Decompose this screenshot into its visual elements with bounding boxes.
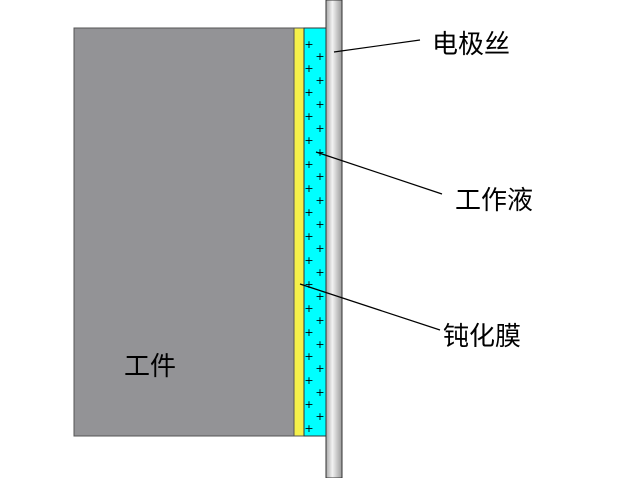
label-workpiece: 工件 — [124, 352, 177, 382]
ion-plus-mark: + — [315, 242, 324, 255]
ion-plus-mark: + — [304, 278, 313, 291]
ion-plus-mark: + — [315, 122, 324, 135]
ion-plus-mark: + — [315, 74, 324, 87]
fluid-ions: +++++++++++++++++++++++++++++++++ — [304, 38, 324, 435]
ion-plus-mark: + — [304, 302, 313, 315]
ion-plus-mark: + — [315, 98, 324, 111]
label-working-fluid: 工作液 — [455, 186, 534, 216]
leader-line-film — [299, 283, 441, 331]
ion-plus-mark: + — [315, 362, 324, 375]
ion-plus-mark: + — [315, 266, 324, 279]
ion-plus-mark: + — [315, 218, 324, 231]
ion-plus-mark: + — [304, 422, 313, 435]
ion-plus-mark: + — [315, 314, 324, 327]
ion-plus-mark: + — [304, 230, 313, 243]
ion-plus-mark: + — [304, 374, 313, 387]
ion-plus-mark: + — [315, 146, 324, 159]
workpiece — [73, 27, 295, 437]
leader-line-fluid — [315, 151, 443, 195]
ion-plus-mark: + — [304, 38, 313, 51]
ion-plus-mark: + — [315, 410, 324, 423]
ion-plus-mark: + — [315, 386, 324, 399]
ion-plus-mark: + — [304, 254, 313, 267]
ion-plus-mark: + — [315, 338, 324, 351]
label-passivation-film: 钝化膜 — [443, 322, 522, 352]
ion-plus-mark: + — [304, 206, 313, 219]
ion-plus-mark: + — [304, 158, 313, 171]
ion-plus-mark: + — [315, 290, 324, 303]
ion-plus-mark: + — [315, 50, 324, 63]
ion-plus-mark: + — [304, 110, 313, 123]
label-electrode-wire: 电极丝 — [432, 30, 511, 60]
ion-plus-mark: + — [304, 182, 313, 195]
ion-plus-mark: + — [315, 194, 324, 207]
ion-plus-mark: + — [315, 170, 324, 183]
passivation-film — [293, 27, 305, 437]
ion-plus-mark: + — [304, 62, 313, 75]
ion-plus-mark: + — [304, 86, 313, 99]
ion-plus-mark: + — [304, 326, 313, 339]
electrode-wire — [325, 0, 343, 478]
ion-plus-mark: + — [304, 134, 313, 147]
ion-plus-mark: + — [304, 398, 313, 411]
leader-line-wire — [333, 39, 421, 53]
ion-plus-mark: + — [304, 350, 313, 363]
